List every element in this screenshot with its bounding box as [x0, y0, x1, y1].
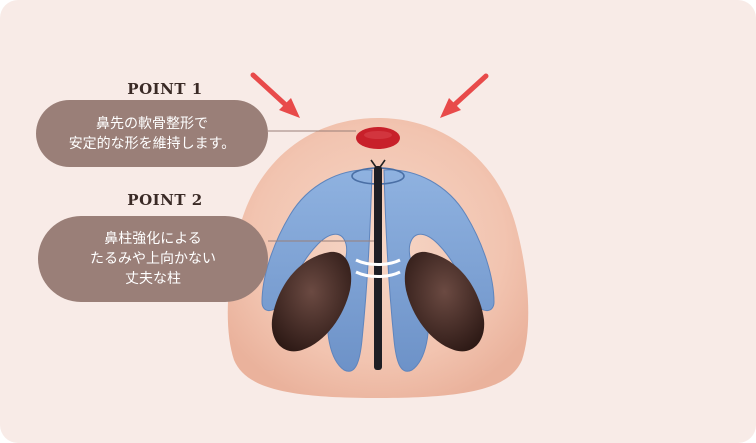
- point-1-line-2: 安定的な形を維持します。: [68, 135, 236, 152]
- nostril-left: [271, 251, 352, 352]
- suture-band-2: [355, 270, 401, 278]
- nostril-right: [404, 251, 485, 352]
- cartilage-left: [261, 169, 373, 372]
- point-2-bubble: 鼻柱強化による たるみや上向かない 丈夫な柱: [38, 216, 268, 302]
- point-2-line-1: 鼻柱強化による: [104, 231, 202, 247]
- arrow-left-icon: [250, 72, 300, 118]
- point-2-line-3: 丈夫な柱: [125, 271, 181, 287]
- point-1-label: POINT 1: [127, 80, 203, 98]
- cartilage-right: [383, 169, 495, 372]
- point-1-bubble: 鼻先の軟骨整形で 安定的な形を維持します。: [36, 100, 268, 167]
- point-2-line-2: たるみや上向かない: [90, 251, 216, 267]
- arrow-right-icon: [440, 73, 489, 118]
- suture-band-1: [355, 258, 401, 266]
- point-1-line-1: 鼻先の軟骨整形で: [96, 115, 208, 132]
- point-2-label: POINT 2: [127, 191, 203, 209]
- columella-strut: [374, 166, 382, 370]
